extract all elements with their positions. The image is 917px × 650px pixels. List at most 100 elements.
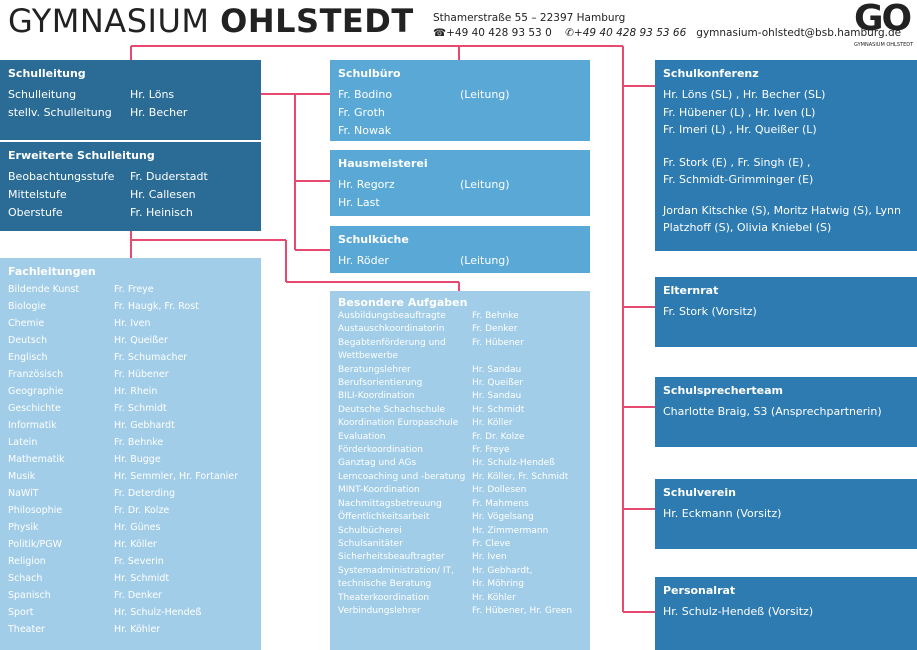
person-name: Fr. Heinisch [130, 206, 193, 219]
task-label: Schulbücherei [338, 525, 402, 536]
person-name: Hr. Köller, Fr. Schmidt [472, 471, 569, 482]
role-note: (Leitung) [460, 178, 510, 191]
role-label: Beobachtungsstufe [8, 170, 115, 183]
person-name: Fr. Hübener [472, 337, 524, 348]
person-name: Fr. Freye [472, 445, 510, 456]
member-line: Fr. Hübener (L) , Hr. Iven (L) [663, 105, 816, 119]
member-line: Fr. Schmidt-Grimminger (E) [663, 173, 814, 186]
schulkonferenz-box: Schulkonferenz Hr. Löns (SL) , Hr. Beche… [655, 60, 917, 251]
person-name: Hr. Köhler [472, 592, 516, 603]
schulkueche-box: Schulküche Hr. Röder (Leitung) [330, 226, 590, 273]
subject-label: Latein [8, 437, 38, 448]
task-label: Deutsche Schachschule [338, 404, 446, 415]
person-name: Fr. Behnke [472, 311, 519, 321]
member-line: Fr. Imeri (L) , Hr. Queißer (L) [663, 123, 817, 136]
schulbuero-title: Schulbüro [338, 67, 401, 80]
school-logo: GO GYMNASIUM OHLSTEDT [854, 0, 914, 48]
person-name: Hr. Vögelsang [472, 512, 534, 523]
person-name: Hr. Dollesen [472, 485, 527, 496]
fachleitungen-title: Fachleitungen [8, 265, 96, 278]
person-name: Hr. Last [338, 196, 380, 209]
person-name: Hr. Löns [130, 88, 175, 101]
role-label: Mittelstufe [8, 188, 67, 201]
hausmeisterei-title: Hausmeisterei [338, 157, 428, 170]
person-name: Fr. Denker [472, 324, 518, 335]
fax-icon: ✆ [565, 27, 574, 39]
task-label: Sicherheitsbeauftragter [338, 552, 445, 563]
fax-number: +49 40 428 93 53 66 [573, 27, 687, 39]
aufgabe-row: Austauschkoordinatorin Fr. Denker [338, 323, 582, 336]
subject-label: Sport [8, 607, 34, 618]
phone-icon: ☎ [433, 27, 447, 39]
task-label: Lerncoaching und -beratung [338, 471, 466, 482]
address-line: Sthamerstraße 55 – 22397 Hamburg [433, 12, 626, 24]
aufgabe-row: BILI-Koordination Hr. Sandau [338, 390, 582, 403]
fachleitung-row: Mathematik Hr. Bugge [8, 451, 253, 468]
member-line: Jordan Kitschke (S), Moritz Hatwig (S), … [663, 203, 901, 235]
schulleitung-title: Schulleitung [8, 67, 86, 80]
school-title: GYMNASIUM OHLSTEDT [8, 2, 414, 40]
person-name: Fr. Haugk, Fr. Rost [114, 301, 199, 312]
task-label: Schulsanitäter [338, 538, 403, 549]
person-name: Fr. Nowak [338, 124, 392, 137]
role-label: Schulleitung [8, 88, 77, 101]
email-link[interactable]: gymnasium-ohlstedt@bsb.hamburg.de [696, 27, 902, 39]
role-note: (Leitung) [460, 254, 510, 267]
person-name: Hr. Köhler [114, 624, 161, 635]
task-label: Beratungslehrer [338, 364, 411, 375]
subject-label: Musik [8, 471, 36, 482]
person-name: Hr. Röder [338, 254, 389, 267]
subject-label: Mathematik [8, 454, 65, 465]
subject-label: Geschichte [8, 403, 61, 414]
person-name: Hr. Bugge [114, 454, 161, 465]
person-name: Fr. Schumacher [114, 352, 188, 363]
subject-label: Bildende Kunst [8, 284, 80, 295]
person-name: Fr. Freye [114, 284, 154, 295]
task-label: BILI-Koordination [338, 391, 415, 402]
task-label: Austauschkoordinatorin [338, 324, 445, 335]
person-name: Hr. Sandau [472, 391, 522, 402]
person-name: Hr. Queißer [114, 335, 168, 346]
person-name: Fr. Schmidt [114, 403, 167, 414]
aufgabe-row: Systemadministration/ IT, technische Ber… [338, 565, 582, 592]
erweiterte-schulleitung-box: Erweiterte Schulleitung Beobachtungsstuf… [0, 142, 261, 231]
member-line: Hr. Löns (SL) , Hr. Becher (SL) [663, 88, 826, 101]
schulbuero-box: Schulbüro Fr. Bodino(Leitung) Fr. Groth … [330, 60, 590, 141]
schulverein-title: Schulverein [663, 486, 736, 499]
person-name: Fr. Groth [338, 106, 385, 119]
schulkueche-title: Schulküche [338, 233, 409, 246]
person-name: Fr. Hübener, Hr. Green [472, 605, 573, 616]
personalrat-box: Personalrat Hr. Schulz-Hendeß (Vorsitz) [655, 577, 917, 650]
person-name: Hr. Schmidt [114, 573, 170, 584]
person-name: Fr. Deterding [114, 488, 176, 499]
person-name: Fr. Mahmens [472, 498, 529, 509]
member-line: Fr. Stork (E) , Fr. Singh (E) , [663, 155, 811, 169]
schulkonferenz-title: Schulkonferenz [663, 67, 759, 80]
erweiterte-title: Erweiterte Schulleitung [8, 149, 155, 162]
person-name: Hr. Zimmermann [472, 525, 549, 536]
subject-label: NaWiT [8, 488, 39, 499]
elternrat-title: Elternrat [663, 284, 719, 297]
elternrat-box: Elternrat Fr. Stork (Vorsitz) [655, 277, 917, 347]
personalrat-title: Personalrat [663, 584, 736, 597]
person-name: Hr. Iven [114, 318, 151, 329]
